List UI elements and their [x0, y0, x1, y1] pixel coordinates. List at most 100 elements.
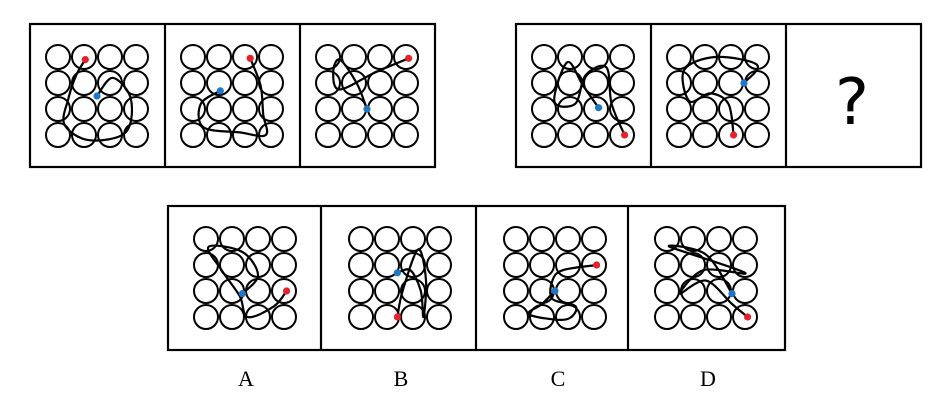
q3-circle [393, 96, 419, 122]
q2-red-dot [246, 54, 254, 62]
option-label-b[interactable]: B [393, 366, 409, 391]
q1-circle [45, 122, 71, 148]
opt-b-circle [348, 304, 374, 330]
q1-circle [97, 70, 123, 96]
opt-b-circle [426, 278, 452, 304]
q4-circle [531, 44, 557, 70]
panels-group [28, 22, 923, 352]
q4-circle [609, 70, 635, 96]
opt-b-circle [400, 304, 426, 330]
q5-panel [666, 44, 770, 148]
opt-b-circle [426, 226, 452, 252]
option-label-c[interactable]: C [550, 366, 566, 391]
opt-c-circle [555, 252, 581, 278]
opt-a-circle [193, 278, 219, 304]
opt-c-circle [503, 304, 529, 330]
q2-curve [197, 57, 269, 138]
q2-circle [258, 96, 284, 122]
q4-circle [531, 70, 557, 96]
opt-d-circle [680, 304, 706, 330]
q2-circle [206, 44, 232, 70]
opt-d-circle [706, 226, 732, 252]
q4-circle [583, 70, 609, 96]
opt-c-circle [529, 252, 555, 278]
option-label-d[interactable]: D [700, 366, 716, 391]
opt-c-panel [503, 226, 607, 330]
q1-circle [71, 96, 97, 122]
q2-circle [206, 96, 232, 122]
opt-b-circle [426, 252, 452, 278]
q4-circle [531, 96, 557, 122]
opt-a-circle [219, 304, 245, 330]
opt-a-circle [193, 226, 219, 252]
opt-c-circle [581, 304, 607, 330]
opt-b-circle [348, 252, 374, 278]
q2-panel [180, 44, 284, 148]
opt-d-circle [654, 278, 680, 304]
opt-b-circle [426, 304, 452, 330]
opt-a-circle [219, 226, 245, 252]
q3-circle [341, 96, 367, 122]
opt-b-circle [374, 252, 400, 278]
opt-b-circle [374, 278, 400, 304]
q1-circle [97, 122, 123, 148]
opt-c-circle [529, 226, 555, 252]
opt-b-blue-dot [393, 269, 401, 277]
opt-a-circle [219, 252, 245, 278]
q4-red-dot [621, 131, 629, 139]
opt-a-circle [271, 304, 297, 330]
opt-b-circle [348, 226, 374, 252]
q4-circle [531, 122, 557, 148]
q4-circle [583, 122, 609, 148]
q3-circle [315, 44, 341, 70]
q1-circle [97, 44, 123, 70]
opt-c-circle [503, 278, 529, 304]
opt-d-circle [654, 304, 680, 330]
q1-circle [123, 122, 149, 148]
q4-circle [557, 44, 583, 70]
opt-b-red-dot [393, 313, 401, 321]
q2-circle [180, 70, 206, 96]
q3-circle [367, 96, 393, 122]
opt-c-circle [555, 226, 581, 252]
q4-curve [553, 61, 626, 136]
opt-a-curve [206, 244, 288, 319]
q2-circle [180, 96, 206, 122]
q1-circle [123, 44, 149, 70]
q5-circle [666, 44, 692, 70]
q3-circle [367, 44, 393, 70]
opt-a-blue-dot [238, 290, 246, 298]
q5-circle [744, 96, 770, 122]
q4-panel [531, 44, 635, 148]
option-label-a[interactable]: A [238, 366, 254, 391]
question-row-right-frame [514, 22, 923, 169]
q5-circle [666, 96, 692, 122]
q1-circle [97, 96, 123, 122]
opt-b-curve [396, 248, 428, 319]
q3-circle [393, 70, 419, 96]
q1-curve [62, 59, 134, 142]
opt-d-circle [654, 252, 680, 278]
q5-circle [692, 122, 718, 148]
q4-circle [583, 44, 609, 70]
q2-circle [206, 122, 232, 148]
opt-d-circle [680, 226, 706, 252]
opt-c-blue-dot [551, 287, 559, 295]
question-row-left-frame [28, 22, 437, 169]
opt-a-circle [245, 226, 271, 252]
q3-panel [315, 44, 419, 148]
opt-b-panel [348, 226, 452, 330]
q3-curve [332, 57, 410, 110]
q5-circle [666, 70, 692, 96]
q3-circle [367, 122, 393, 148]
opt-a-circle [245, 278, 271, 304]
q1-blue-dot [93, 92, 101, 100]
opt-b-circle [348, 278, 374, 304]
opt-d-blue-dot [728, 290, 736, 298]
q3-circle [341, 44, 367, 70]
q2-circle [206, 70, 232, 96]
opt-c-circle [503, 252, 529, 278]
q5-circle [692, 96, 718, 122]
q3-circle [315, 70, 341, 96]
